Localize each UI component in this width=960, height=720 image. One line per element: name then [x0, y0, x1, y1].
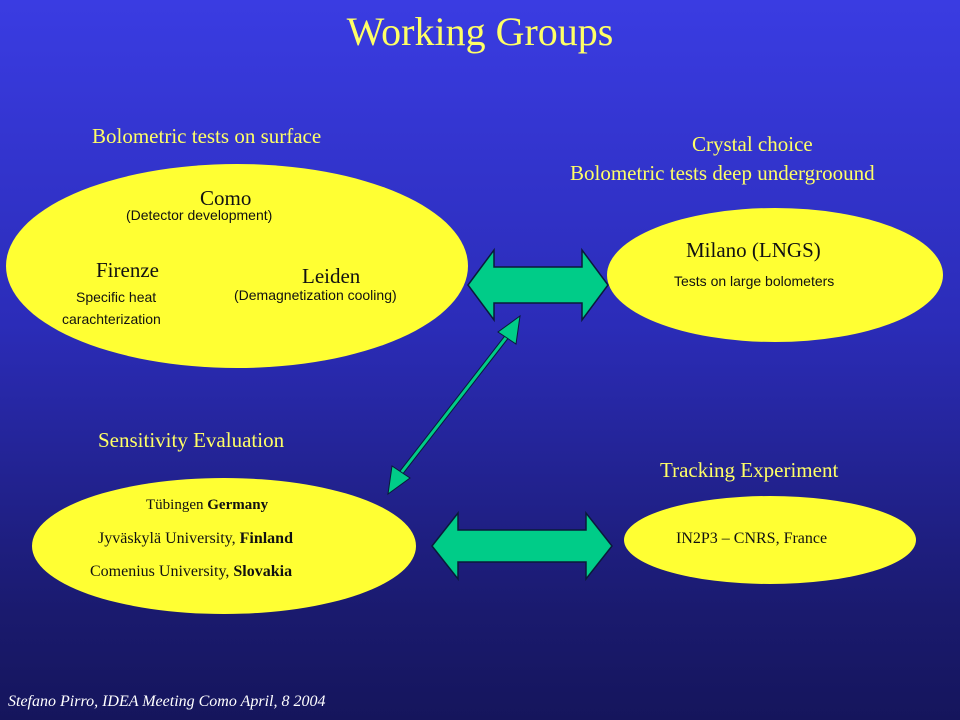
comenius-text: Comenius University, [90, 563, 234, 580]
underground-heading-line2: Bolometric tests deep undergroound [570, 161, 875, 185]
como-desc: (Detector development) [126, 207, 273, 223]
firenze-desc-line2: carachterization [62, 311, 161, 327]
slovakia-text: Slovakia [233, 563, 293, 580]
milano-desc: Tests on large bolometers [674, 273, 835, 289]
germany-text: Germany [207, 497, 269, 513]
comenius-line: Comenius University, Slovakia [90, 563, 292, 581]
milano-ellipse [607, 208, 943, 342]
firenze-desc-line1: Specific heat [76, 289, 157, 305]
footer-credit: Stefano Pirro, IDEA Meeting Como April, … [8, 693, 326, 710]
firenze-label: Firenze [96, 258, 159, 282]
jyvaskyla-line: Jyväskylä University, Finland [98, 530, 293, 548]
milano-label: Milano (LNGS) [686, 238, 821, 262]
como-label: Como [200, 186, 252, 210]
page-title: Working Groups [346, 9, 614, 54]
sensitivity-tracking-arrow [431, 510, 613, 582]
in2p3-label: IN2P3 – CNRS, France [676, 530, 828, 547]
surface-milano-arrow [467, 247, 609, 323]
tubingen-line: Tübingen Germany [146, 497, 268, 514]
leiden-label: Leiden [302, 264, 361, 288]
underground-heading-line1: Crystal choice [692, 132, 813, 156]
sensitivity-ellipse [32, 478, 416, 614]
tubingen-text: Tübingen [146, 497, 208, 513]
tracking-ellipse [624, 496, 916, 584]
jyvaskyla-text: Jyväskylä University, [98, 530, 240, 547]
surface-heading: Bolometric tests on surface [92, 124, 322, 148]
finland-text: Finland [239, 530, 293, 547]
diagonal-double-arrow [387, 314, 521, 496]
leiden-desc: (Demagnetization cooling) [234, 287, 397, 303]
surface-group-ellipse [6, 164, 468, 368]
sensitivity-heading: Sensitivity Evaluation [98, 428, 285, 452]
tracking-heading: Tracking Experiment [660, 458, 839, 482]
